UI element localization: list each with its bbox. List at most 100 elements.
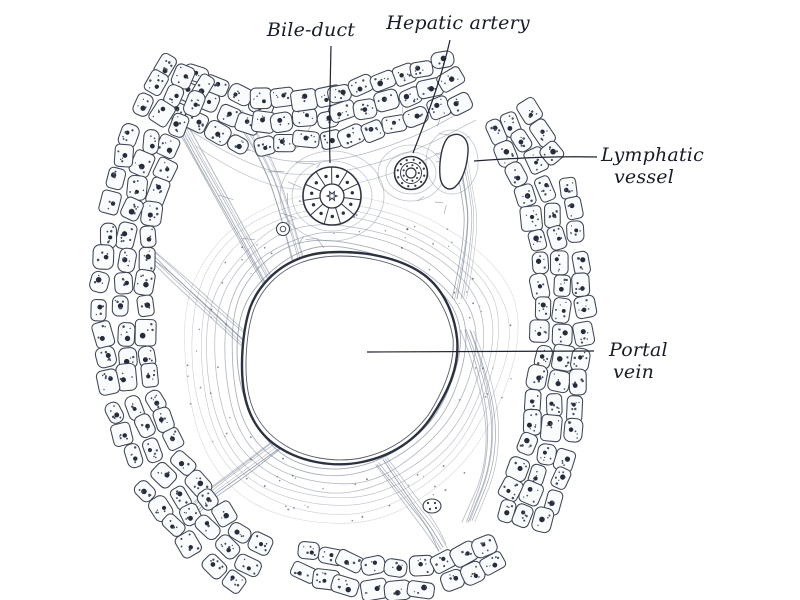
hepatocyte xyxy=(330,574,360,598)
portal-vein-leader-line xyxy=(366,350,595,353)
hepatocyte xyxy=(133,268,156,297)
hepatocyte xyxy=(327,84,352,104)
hepatocyte xyxy=(227,134,249,155)
hepatocyte xyxy=(133,480,156,503)
hepatocyte xyxy=(523,388,542,415)
hepatocyte xyxy=(551,297,572,324)
hepatocyte xyxy=(273,133,296,153)
hepatocyte xyxy=(104,401,125,424)
hepatic-artery-cell-ring xyxy=(396,158,426,188)
hepatocyte xyxy=(551,323,573,347)
hepatocyte xyxy=(528,319,550,343)
hepatocyte xyxy=(152,156,179,183)
bile-duct-inner-wall xyxy=(319,183,345,209)
small-ductule xyxy=(422,498,442,514)
hepatocyte xyxy=(565,395,584,424)
hepatocyte xyxy=(446,91,473,116)
hepatocyte xyxy=(534,175,557,203)
hepatocyte xyxy=(201,553,228,580)
hepatocyte xyxy=(360,555,386,576)
hepatocyte xyxy=(522,408,542,436)
hepatocyte xyxy=(105,166,127,191)
hepatocyte xyxy=(531,251,550,275)
ductule-nucleus xyxy=(433,501,437,505)
small-ductule-wall xyxy=(422,498,442,514)
hepatocyte xyxy=(138,246,156,273)
hepatocyte xyxy=(360,119,386,144)
hepatocyte xyxy=(162,427,185,452)
hepatocyte xyxy=(536,443,557,466)
hepatocyte xyxy=(479,551,507,576)
hepatocyte xyxy=(558,176,578,200)
hepatocyte xyxy=(563,417,584,443)
hepatocyte xyxy=(168,112,190,138)
hepatocyte xyxy=(136,294,155,318)
hepatocyte xyxy=(90,299,107,322)
hepatocyte xyxy=(497,499,517,524)
hepatocyte xyxy=(115,362,138,392)
hepatocyte xyxy=(174,530,202,559)
hepatocyte xyxy=(148,98,176,128)
ductule-nucleus xyxy=(426,501,430,505)
hepatocyte xyxy=(547,369,572,394)
hepatocyte xyxy=(572,320,596,347)
lymphatic-vessel-label-line2: vessel xyxy=(614,166,674,188)
hepatocyte xyxy=(568,368,587,396)
hepatocyte xyxy=(89,270,110,294)
hepatocyte xyxy=(550,466,572,490)
hepatocyte xyxy=(504,161,528,188)
hepatocyte xyxy=(493,140,519,168)
hepatocyte xyxy=(430,50,455,70)
hepatocyte xyxy=(383,579,412,600)
hepatocyte xyxy=(571,272,591,298)
ductule-nucleus xyxy=(428,507,432,511)
small-vessel-outer xyxy=(275,221,291,237)
hepatocyte xyxy=(142,437,163,464)
hepatocyte xyxy=(527,228,548,252)
hepatocyte xyxy=(519,205,544,232)
hepatocyte xyxy=(140,200,164,227)
bile-duct-lumen xyxy=(325,190,339,202)
hepatocyte xyxy=(436,66,466,93)
hepatocyte xyxy=(203,120,232,146)
portal-vein-lumen xyxy=(240,250,459,466)
hepatocyte xyxy=(534,296,552,321)
hepatocyte xyxy=(564,195,584,221)
hepatocyte xyxy=(221,569,247,594)
portal-vein-wall-inner-line xyxy=(245,255,454,461)
hepatocyte xyxy=(123,443,144,469)
hepatocyte xyxy=(143,69,169,97)
hepatocyte xyxy=(528,272,551,302)
hepatocyte xyxy=(513,183,537,208)
hepatocyte xyxy=(247,531,274,556)
hepatocyte xyxy=(471,534,498,559)
hepatocyte xyxy=(113,271,134,295)
hepatocyte xyxy=(546,225,568,251)
hepatocyte xyxy=(163,84,185,108)
hepatic-artery-lumen xyxy=(405,167,417,179)
portal-vein-label-line2: vein xyxy=(613,361,654,383)
hepatocyte xyxy=(290,88,318,112)
hepatocyte xyxy=(120,196,144,222)
hepatocyte xyxy=(234,553,262,578)
hepatic-artery xyxy=(393,155,429,191)
bile-duct-epithelium xyxy=(303,167,361,224)
hepatocyte xyxy=(511,503,534,529)
hepatocyte xyxy=(92,244,115,270)
bile-duct-leader-line xyxy=(328,45,332,164)
hepatocyte xyxy=(566,220,585,243)
hepatic-artery-leader-line xyxy=(412,39,451,154)
hepatocyte xyxy=(549,250,569,276)
hepatocyte xyxy=(251,110,276,134)
hepatocyte xyxy=(409,60,434,79)
hepatocyte xyxy=(227,522,252,544)
hepatocyte xyxy=(196,488,219,511)
connective-tissue-texture xyxy=(146,95,519,552)
hepatocyte xyxy=(383,558,408,578)
hepatocyte xyxy=(408,554,435,577)
hepatocyte xyxy=(570,347,591,373)
hepatocyte xyxy=(525,364,549,391)
portal-vein-label-line1: Portal xyxy=(608,339,668,361)
hepatocyte xyxy=(150,461,178,489)
